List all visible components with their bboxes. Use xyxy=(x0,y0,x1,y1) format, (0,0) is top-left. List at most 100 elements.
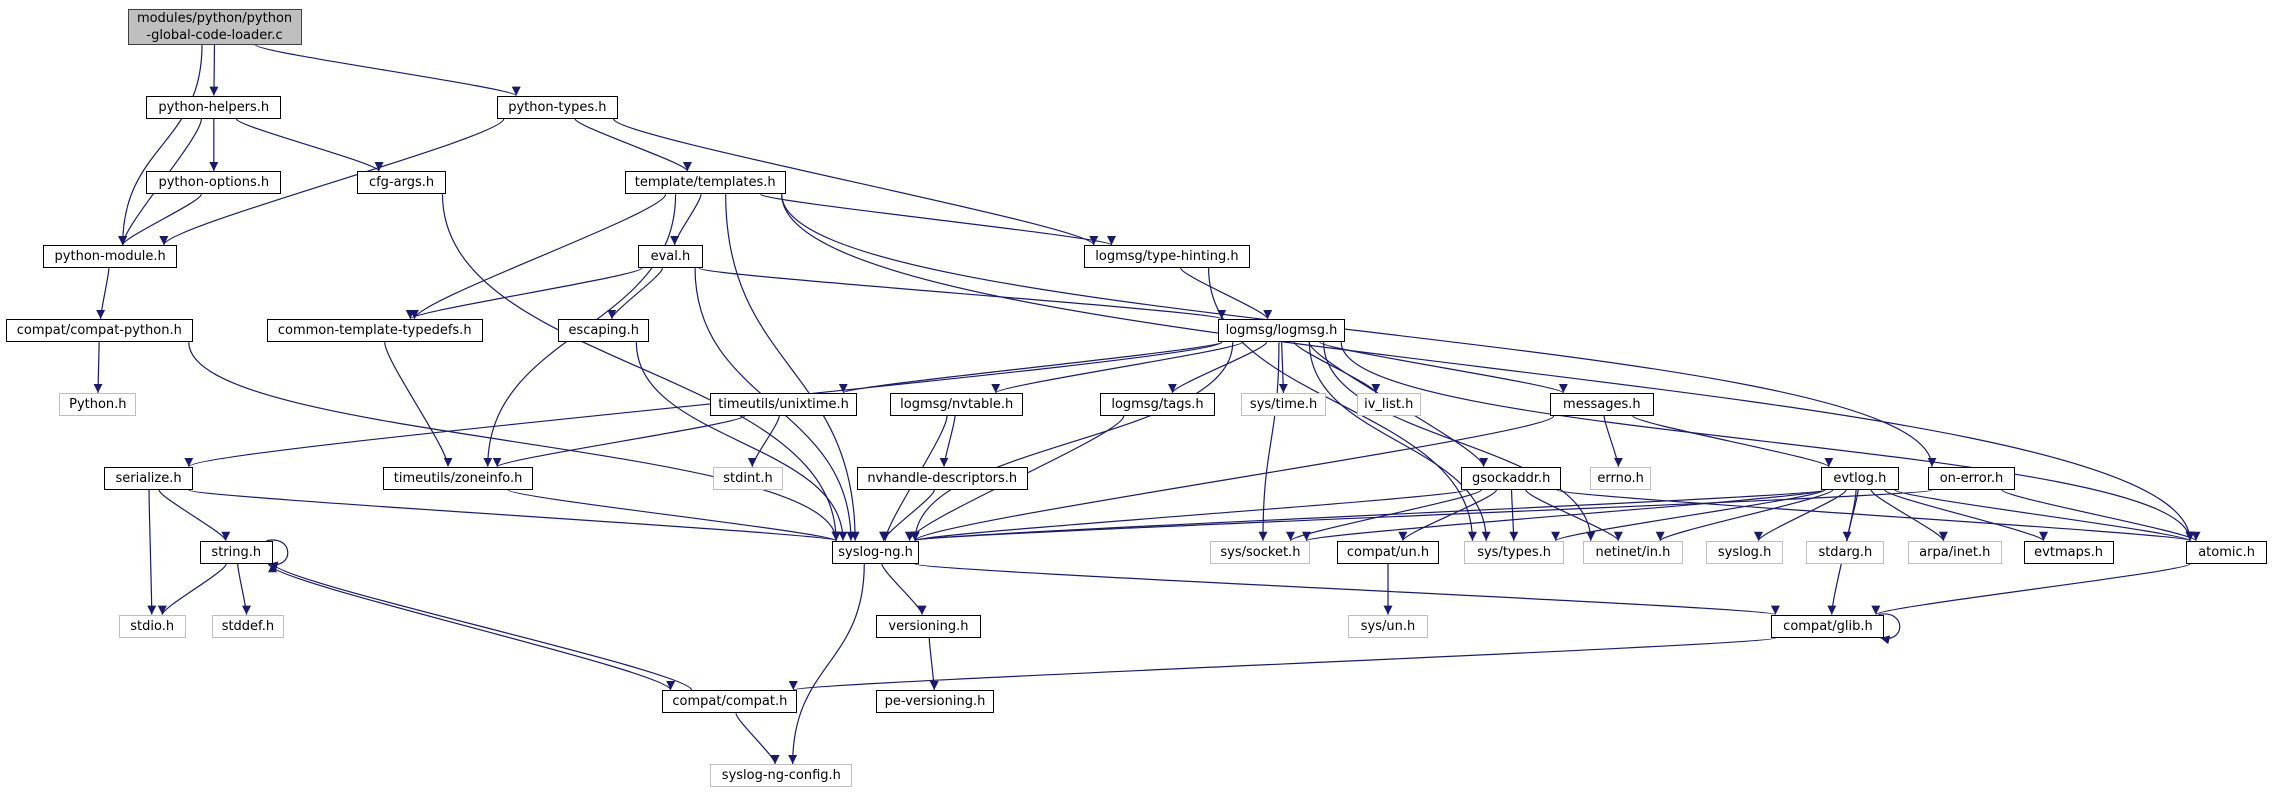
node-label: serialize.h xyxy=(115,470,182,486)
edge-python-module-to-compat-python xyxy=(96,268,110,319)
node-nvtable[interactable]: logmsg/nvtable.h xyxy=(890,392,1024,417)
edge-compat-python-to-syslog-ng xyxy=(188,342,841,541)
node-label: timeutils/zoneinfo.h xyxy=(393,470,523,486)
edge-string-to-stdio xyxy=(157,563,227,615)
node-cfg-args[interactable]: cfg-args.h xyxy=(356,171,447,195)
edge-templates-to-syslog-ng xyxy=(725,194,860,541)
node-label: logmsg/nvtable.h xyxy=(900,396,1014,412)
node-syslog-ng-config[interactable]: syslog-ng-config.h xyxy=(710,763,853,788)
node-label: Python.h xyxy=(69,396,127,412)
edge-root-to-python-helpers xyxy=(209,44,219,96)
node-on-error[interactable]: on-error.h xyxy=(1927,466,2015,490)
node-evtmaps[interactable]: evtmaps.h xyxy=(2023,540,2114,564)
node-gsockaddr[interactable]: gsockaddr.h xyxy=(1461,466,1562,490)
node-syslog-ng[interactable]: syslog-ng.h xyxy=(832,540,920,564)
edge-templates-to-on-error xyxy=(781,194,1937,467)
edge-python-helpers-to-cfg-args xyxy=(235,118,384,172)
node-label: string.h xyxy=(211,544,262,560)
node-label: escaping.h xyxy=(568,323,640,338)
node-label: compat/compat.h xyxy=(672,694,788,710)
node-python-h[interactable]: Python.h xyxy=(59,392,137,417)
edge-templates-to-common-template-typedefs xyxy=(410,193,667,320)
node-label: sys/time.h xyxy=(1249,396,1318,412)
edge-compat-compat-to-syslog-ng-config xyxy=(735,713,780,765)
node-label: modules/python/python -global-code-loade… xyxy=(136,11,293,43)
node-label: syslog-ng-config.h xyxy=(721,768,841,784)
node-compat-compat[interactable]: compat/compat.h xyxy=(662,690,798,714)
node-label: messages.h xyxy=(1563,396,1641,412)
node-label: cfg-args.h xyxy=(368,175,435,191)
edge-syslog-ng-to-versioning xyxy=(881,563,927,615)
node-label: errno.h xyxy=(1597,470,1644,486)
node-python-types[interactable]: python-types.h xyxy=(497,95,618,119)
node-messages[interactable]: messages.h xyxy=(1549,392,1654,417)
edge-root-to-python-module xyxy=(118,44,203,245)
node-sys-time[interactable]: sys/time.h xyxy=(1240,392,1327,417)
node-tags[interactable]: logmsg/tags.h xyxy=(1100,392,1215,417)
node-nvhandle[interactable]: nvhandle-descriptors.h xyxy=(856,466,1028,490)
node-atomic[interactable]: atomic.h xyxy=(2186,540,2268,564)
node-eval[interactable]: eval.h xyxy=(637,244,704,269)
node-label: logmsg/logmsg.h xyxy=(1225,323,1338,338)
node-sys-socket[interactable]: sys/socket.h xyxy=(1210,540,1311,564)
edge-logmsg-to-atomic xyxy=(1340,342,2195,541)
node-label: logmsg/type-hinting.h xyxy=(1095,249,1239,265)
node-unixtime[interactable]: timeutils/unixtime.h xyxy=(710,392,857,417)
edge-syslog-ng-to-compat-glib xyxy=(914,563,1779,616)
node-syslog[interactable]: syslog.h xyxy=(1706,540,1784,564)
node-compat-glib[interactable]: compat/glib.h xyxy=(1771,614,1885,638)
node-string[interactable]: string.h xyxy=(200,540,273,564)
node-label: nvhandle-descriptors.h xyxy=(867,470,1018,486)
node-sys-types[interactable]: sys/types.h xyxy=(1464,540,1565,564)
node-versioning[interactable]: versioning.h xyxy=(875,614,982,638)
edge-messages-to-evtlog xyxy=(1632,415,1834,468)
node-stddef[interactable]: stddef.h xyxy=(211,614,285,638)
node-iv-list[interactable]: iv_list.h xyxy=(1356,392,1421,417)
edge-compat-glib-to-compat-glib xyxy=(1878,613,1901,645)
edge-on-error-to-atomic xyxy=(2001,489,2201,542)
node-stdint[interactable]: stdint.h xyxy=(713,466,783,490)
edge-compat-glib-to-compat-compat xyxy=(789,637,1777,691)
edge-templates-to-eval xyxy=(670,194,702,246)
node-common-template-typedefs[interactable]: common-template-typedefs.h xyxy=(266,318,483,343)
node-type-hinting[interactable]: logmsg/type-hinting.h xyxy=(1084,244,1250,269)
node-evtlog[interactable]: evtlog.h xyxy=(1820,466,1899,490)
node-zoneinfo[interactable]: timeutils/zoneinfo.h xyxy=(382,466,534,490)
node-label: iv_list.h xyxy=(1364,396,1414,412)
node-arpa-inet[interactable]: arpa/inet.h xyxy=(1907,540,2002,564)
node-pe-versioning[interactable]: pe-versioning.h xyxy=(875,690,995,714)
node-label: common-template-typedefs.h xyxy=(277,323,472,338)
edge-evtlog-to-sys-types xyxy=(1551,489,1826,542)
node-label: python-types.h xyxy=(508,99,607,115)
node-label: sys/socket.h xyxy=(1220,544,1301,560)
node-stdarg[interactable]: stdarg.h xyxy=(1806,540,1885,564)
node-compat-python[interactable]: compat/compat-python.h xyxy=(5,318,193,343)
node-logmsg[interactable]: logmsg/logmsg.h xyxy=(1217,318,1346,343)
node-serialize[interactable]: serialize.h xyxy=(104,466,193,490)
node-python-options[interactable]: python-options.h xyxy=(146,171,282,195)
node-templates[interactable]: template/templates.h xyxy=(624,171,786,195)
edge-python-options-to-python-module xyxy=(118,193,202,246)
node-label: syslog-ng.h xyxy=(838,544,913,560)
node-label: sys/types.h xyxy=(1477,544,1552,560)
node-label: stddef.h xyxy=(221,618,275,634)
node-python-helpers[interactable]: python-helpers.h xyxy=(146,95,282,119)
edge-logmsg-to-serialize xyxy=(184,341,1223,468)
node-errno[interactable]: errno.h xyxy=(1590,466,1652,490)
edge-python-types-to-type-hinting xyxy=(612,118,1099,246)
node-compat-un[interactable]: compat/un.h xyxy=(1336,540,1440,564)
node-escaping[interactable]: escaping.h xyxy=(558,318,650,343)
node-label: on-error.h xyxy=(1939,470,2004,486)
edge-serialize-to-stdio xyxy=(147,489,157,615)
edge-gsockaddr-to-atomic xyxy=(1556,489,2194,542)
node-stdio[interactable]: stdio.h xyxy=(118,614,186,638)
node-label: compat/glib.h xyxy=(1783,618,1873,634)
edge-logmsg-to-sys-types xyxy=(1308,342,1491,541)
node-sys-un[interactable]: sys/un.h xyxy=(1348,614,1428,638)
node-netinet-in[interactable]: netinet/in.h xyxy=(1582,540,1683,564)
node-python-module[interactable]: python-module.h xyxy=(43,244,177,269)
node-label: pe-versioning.h xyxy=(884,694,986,710)
edge-templates-to-atomic xyxy=(781,194,2195,541)
edge-eval-to-logmsg xyxy=(698,267,1226,320)
